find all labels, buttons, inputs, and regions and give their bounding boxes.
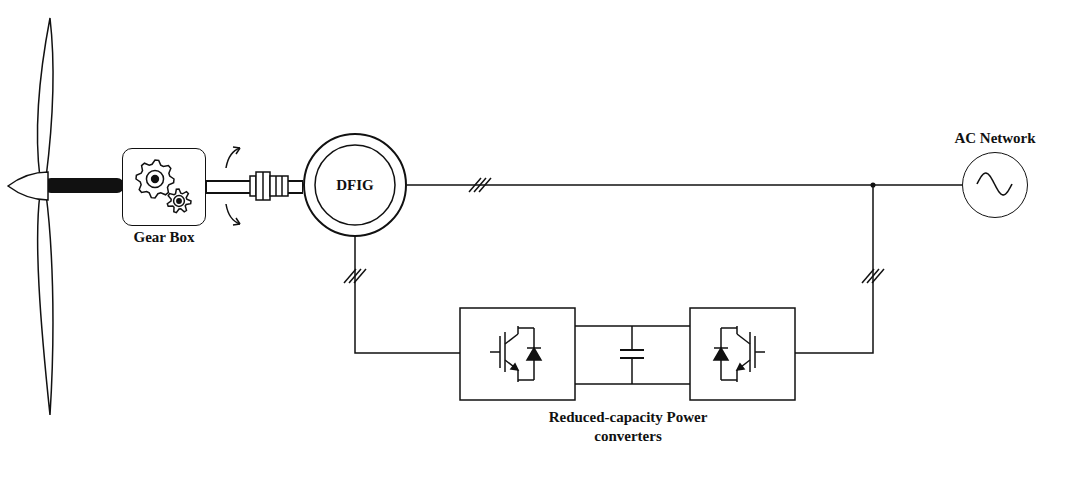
ac-network-source-outline: [963, 153, 1026, 216]
grid-side-wire: [795, 185, 873, 353]
illustration: [8, 18, 884, 415]
igbt-stroke: [490, 351, 500, 353]
igbt-stroke: [721, 327, 737, 329]
converter-caption: Reduced-capacity Power converters: [548, 408, 708, 446]
three-phase-mark: [344, 178, 884, 283]
igbt-symbol: [490, 326, 541, 382]
grid-side-converter: [690, 308, 795, 400]
igbt-stroke: [737, 360, 750, 370]
emitter-arrow: [737, 364, 744, 370]
diode-triangle: [714, 348, 728, 360]
igbt-stroke: [518, 379, 534, 381]
phase-slash: [872, 269, 884, 283]
igbt-stroke: [749, 332, 751, 372]
emitter-arrow: [511, 364, 518, 370]
node-heading: AC Network: [954, 130, 1035, 147]
gear-axle: [177, 199, 181, 203]
rotor-side-converter: [460, 308, 575, 400]
igbt-stroke: [736, 326, 738, 334]
junction-dot: [871, 183, 875, 187]
gear-icon: [136, 160, 174, 198]
igbt-stroke: [518, 327, 534, 329]
phase-slash: [479, 178, 491, 192]
dfig-machine: DFIG: [303, 133, 407, 237]
diode-triangle: [527, 348, 541, 360]
turbine-blade: [38, 18, 53, 178]
ac-network-source: AC Network: [962, 152, 1028, 218]
igbt-stroke: [517, 326, 519, 334]
igbt-symbol: [714, 326, 765, 382]
igbt-stroke: [737, 334, 750, 344]
dfig-rotor-ring: [315, 145, 395, 225]
sine-wave: [977, 173, 1012, 195]
phase-slash: [354, 269, 366, 283]
turbine-hub: [8, 172, 48, 200]
turbine-blade: [38, 194, 53, 415]
gear-box: Gear Box: [122, 148, 206, 226]
gear-axle: [152, 176, 159, 183]
igbt-stroke: [755, 351, 765, 353]
igbt-stroke: [504, 332, 506, 372]
gear-icon: [167, 189, 191, 213]
rotation-arrow: [226, 147, 240, 225]
gear-hub: [174, 196, 185, 207]
rotor-feeder-wire: [355, 237, 460, 353]
node-label: DFIG: [336, 177, 374, 194]
igbt-stroke: [721, 379, 737, 381]
stator-line: [407, 184, 962, 186]
low-speed-shaft: [44, 178, 124, 193]
igbt-stroke: [505, 334, 518, 344]
gear-box-outline: [123, 149, 204, 224]
igbt-stroke: [505, 360, 518, 370]
shaft-coupling: [250, 172, 288, 200]
gear-hub: [146, 170, 163, 187]
dc-link-capacitor: [620, 326, 644, 384]
node-heading: Gear Box: [134, 229, 195, 246]
connector-group: [407, 185, 962, 186]
